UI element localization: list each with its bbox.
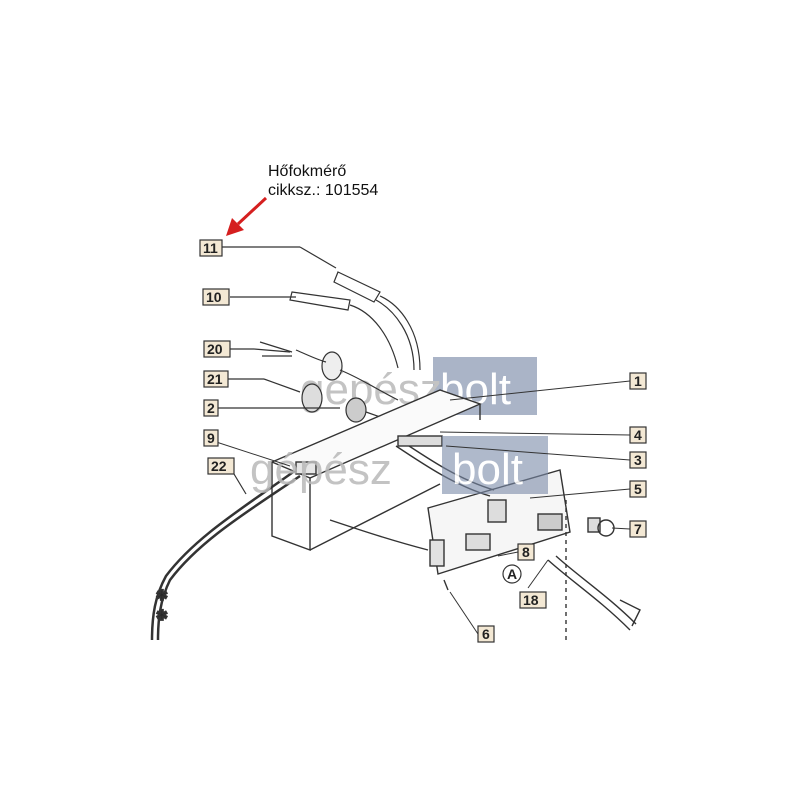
svg-text:7: 7 [634, 521, 642, 537]
label-11: 11 [199, 239, 223, 257]
svg-text:8: 8 [522, 544, 530, 560]
label-22: 22 [207, 457, 235, 475]
svg-text:21: 21 [207, 371, 223, 387]
label-4: 4 [629, 426, 647, 444]
svg-text:9: 9 [207, 430, 215, 446]
label-2: 2 [203, 399, 219, 417]
svg-text:A: A [507, 566, 517, 582]
label-18: 18 [519, 591, 547, 609]
label-21: 21 [203, 370, 229, 388]
svg-text:✱: ✱ [156, 607, 168, 623]
svg-text:gépész: gépész [250, 445, 392, 494]
svg-text:4: 4 [634, 427, 642, 443]
label-A: A [502, 564, 522, 584]
sensor-cables: ✱ ✱ [150, 246, 421, 641]
svg-text:bolt: bolt [452, 445, 523, 494]
label-10: 10 [202, 288, 230, 306]
label-20: 20 [203, 340, 231, 358]
label-1: 1 [629, 372, 647, 390]
label-5: 5 [629, 480, 647, 498]
svg-text:5: 5 [634, 481, 642, 497]
svg-text:10: 10 [206, 289, 222, 305]
label-6: 6 [477, 625, 495, 643]
label-8: 8 [517, 543, 535, 561]
svg-text:✱: ✱ [156, 587, 168, 603]
label-9: 9 [203, 429, 219, 447]
label-3: 3 [629, 451, 647, 469]
svg-text:2: 2 [207, 400, 215, 416]
watermark-lower: gépész bolt [250, 436, 548, 494]
svg-text:1: 1 [634, 373, 642, 389]
svg-text:18: 18 [523, 592, 539, 608]
red-arrow-icon [226, 196, 268, 236]
control-box-housing [270, 389, 641, 640]
leader-lines [203, 380, 631, 635]
svg-text:3: 3 [634, 452, 642, 468]
callout-title: Hőfokmérő [268, 163, 347, 180]
svg-text:20: 20 [207, 341, 223, 357]
svg-text:22: 22 [211, 458, 227, 474]
label-7: 7 [629, 520, 647, 538]
svg-text:6: 6 [482, 626, 490, 642]
svg-text:11: 11 [203, 240, 218, 256]
callout-article-number: cikksz.: 101554 [268, 182, 379, 199]
